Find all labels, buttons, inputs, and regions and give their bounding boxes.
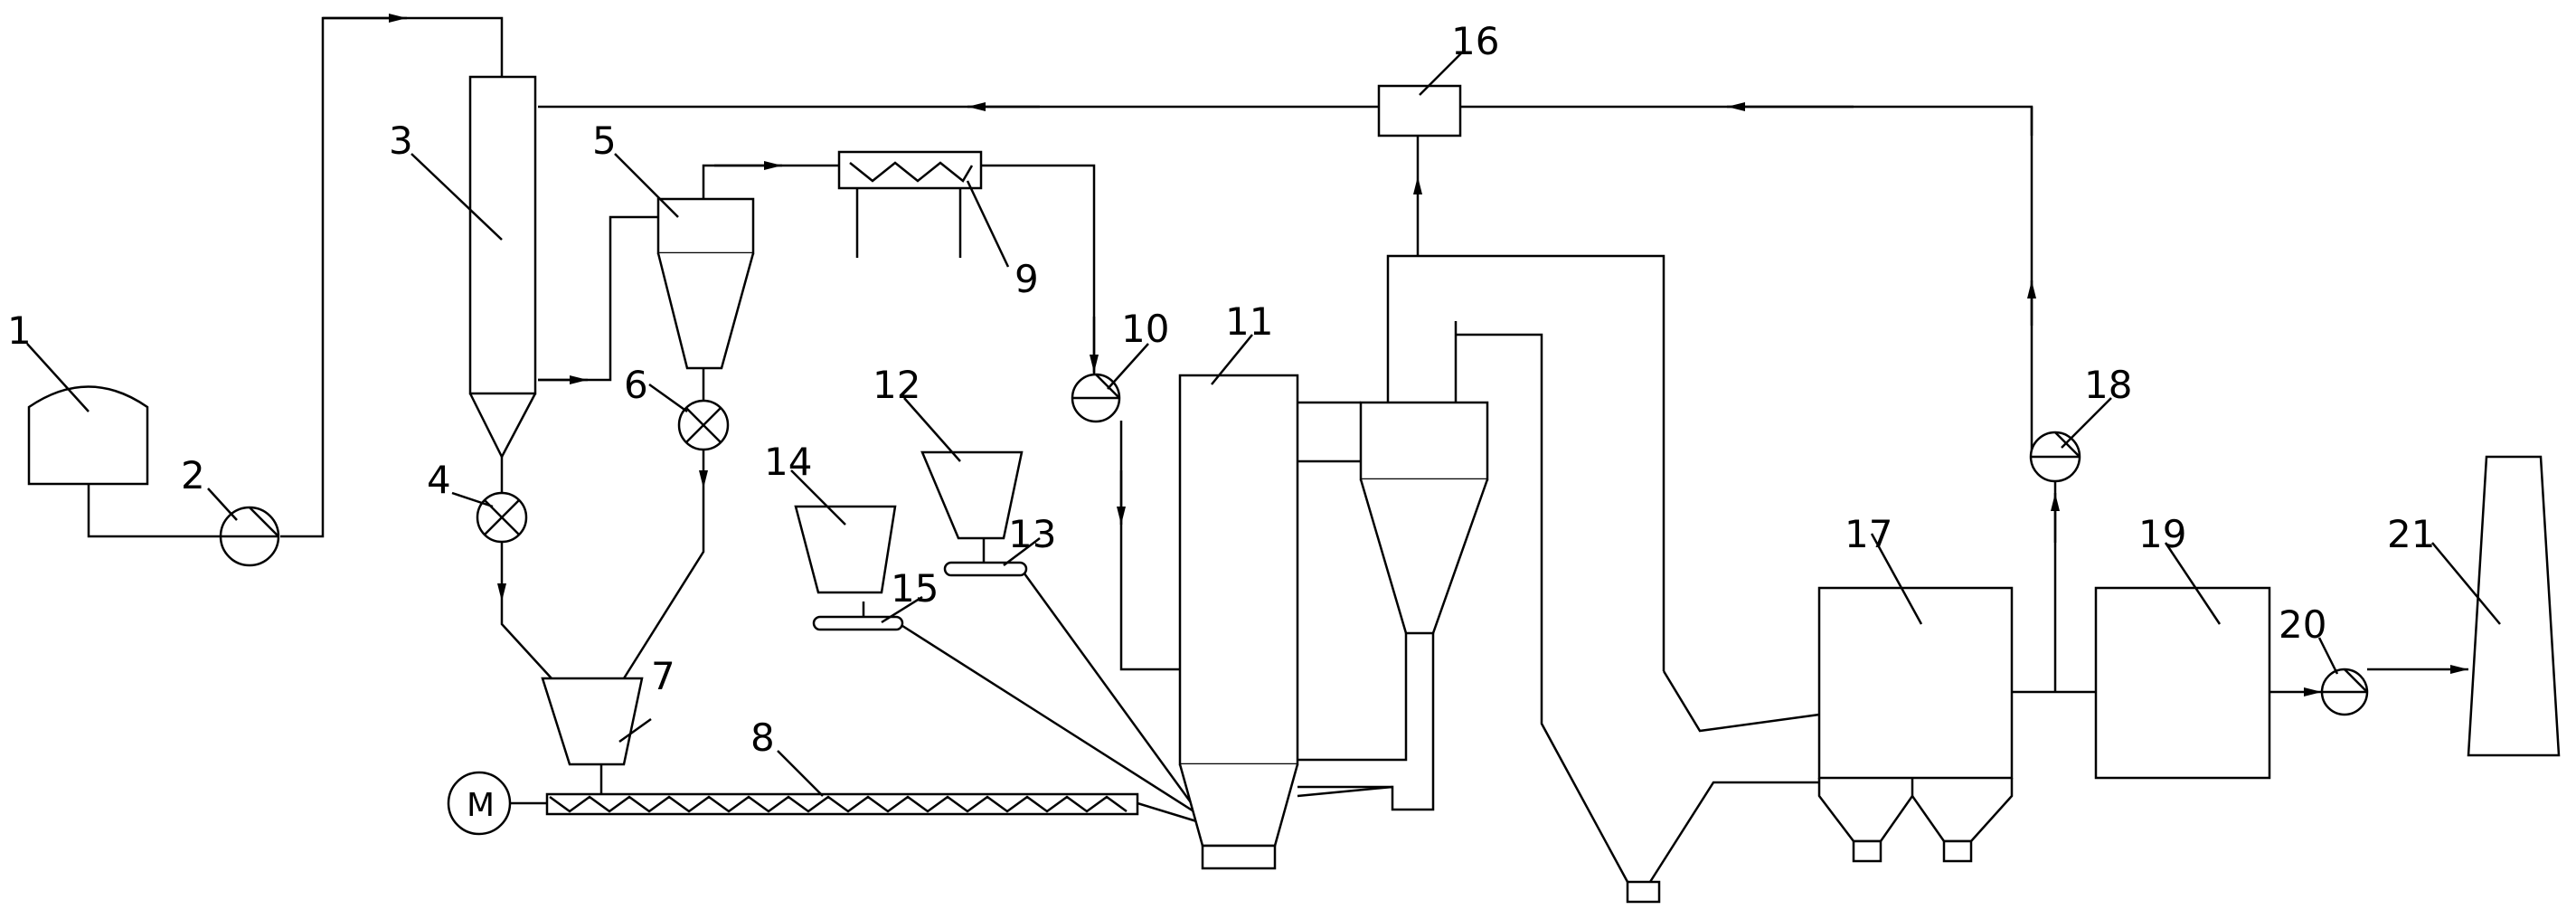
motor-label: M bbox=[467, 787, 495, 824]
label-16: 16 bbox=[1451, 19, 1499, 63]
label-19: 19 bbox=[2138, 512, 2186, 556]
mixer-hopper-7 bbox=[541, 677, 644, 766]
desulfurizer-19 bbox=[2094, 586, 2271, 780]
heat-exchanger-9 bbox=[837, 150, 983, 258]
label-21: 21 bbox=[2387, 512, 2435, 556]
rotary-valve-6 bbox=[677, 399, 730, 451]
pump-2 bbox=[219, 506, 280, 567]
equipment-labels: 1 2 3 4 5 6 7 8 9 10 11 12 13 14 15 16 1… bbox=[7, 19, 2435, 760]
rotary-valve-4 bbox=[476, 491, 528, 544]
hopper-12 bbox=[920, 450, 1024, 540]
pipe-lines bbox=[87, 14, 2468, 883]
column-3 bbox=[468, 75, 537, 460]
bag-filter-17 bbox=[1817, 586, 2014, 863]
cyclone-5 bbox=[656, 197, 755, 370]
label-11: 11 bbox=[1225, 299, 1273, 344]
screw-conveyor-8 bbox=[545, 792, 1139, 816]
fan-20 bbox=[2320, 668, 2369, 716]
furnace-11 bbox=[1178, 374, 1299, 870]
leader-lines bbox=[26, 49, 2501, 797]
label-14: 14 bbox=[764, 440, 812, 484]
hot-cyclone bbox=[1359, 401, 1489, 635]
storage-tank-1 bbox=[27, 385, 149, 486]
label-10: 10 bbox=[1121, 307, 1169, 351]
pump-10 bbox=[1071, 373, 1121, 423]
label-4: 4 bbox=[427, 458, 451, 502]
belt-conveyor-13 bbox=[943, 561, 1028, 577]
label-8: 8 bbox=[750, 715, 775, 760]
hopper-14 bbox=[794, 505, 897, 594]
belt-conveyor-15 bbox=[812, 615, 904, 631]
label-17: 17 bbox=[1845, 512, 1892, 556]
label-20: 20 bbox=[2279, 602, 2326, 647]
label-1: 1 bbox=[7, 308, 32, 353]
label-6: 6 bbox=[624, 363, 648, 407]
chimney-21 bbox=[2467, 455, 2561, 757]
label-5: 5 bbox=[592, 118, 617, 163]
label-3: 3 bbox=[389, 118, 413, 163]
label-18: 18 bbox=[2084, 363, 2132, 407]
fan-18 bbox=[2029, 431, 2081, 483]
label-7: 7 bbox=[651, 654, 675, 698]
label-12: 12 bbox=[873, 363, 920, 407]
label-13: 13 bbox=[1008, 512, 1056, 556]
label-9: 9 bbox=[1014, 257, 1039, 301]
downcomer-outlet bbox=[1626, 880, 1661, 904]
motor: M bbox=[447, 771, 512, 836]
label-15: 15 bbox=[891, 566, 939, 611]
label-2: 2 bbox=[181, 453, 205, 497]
